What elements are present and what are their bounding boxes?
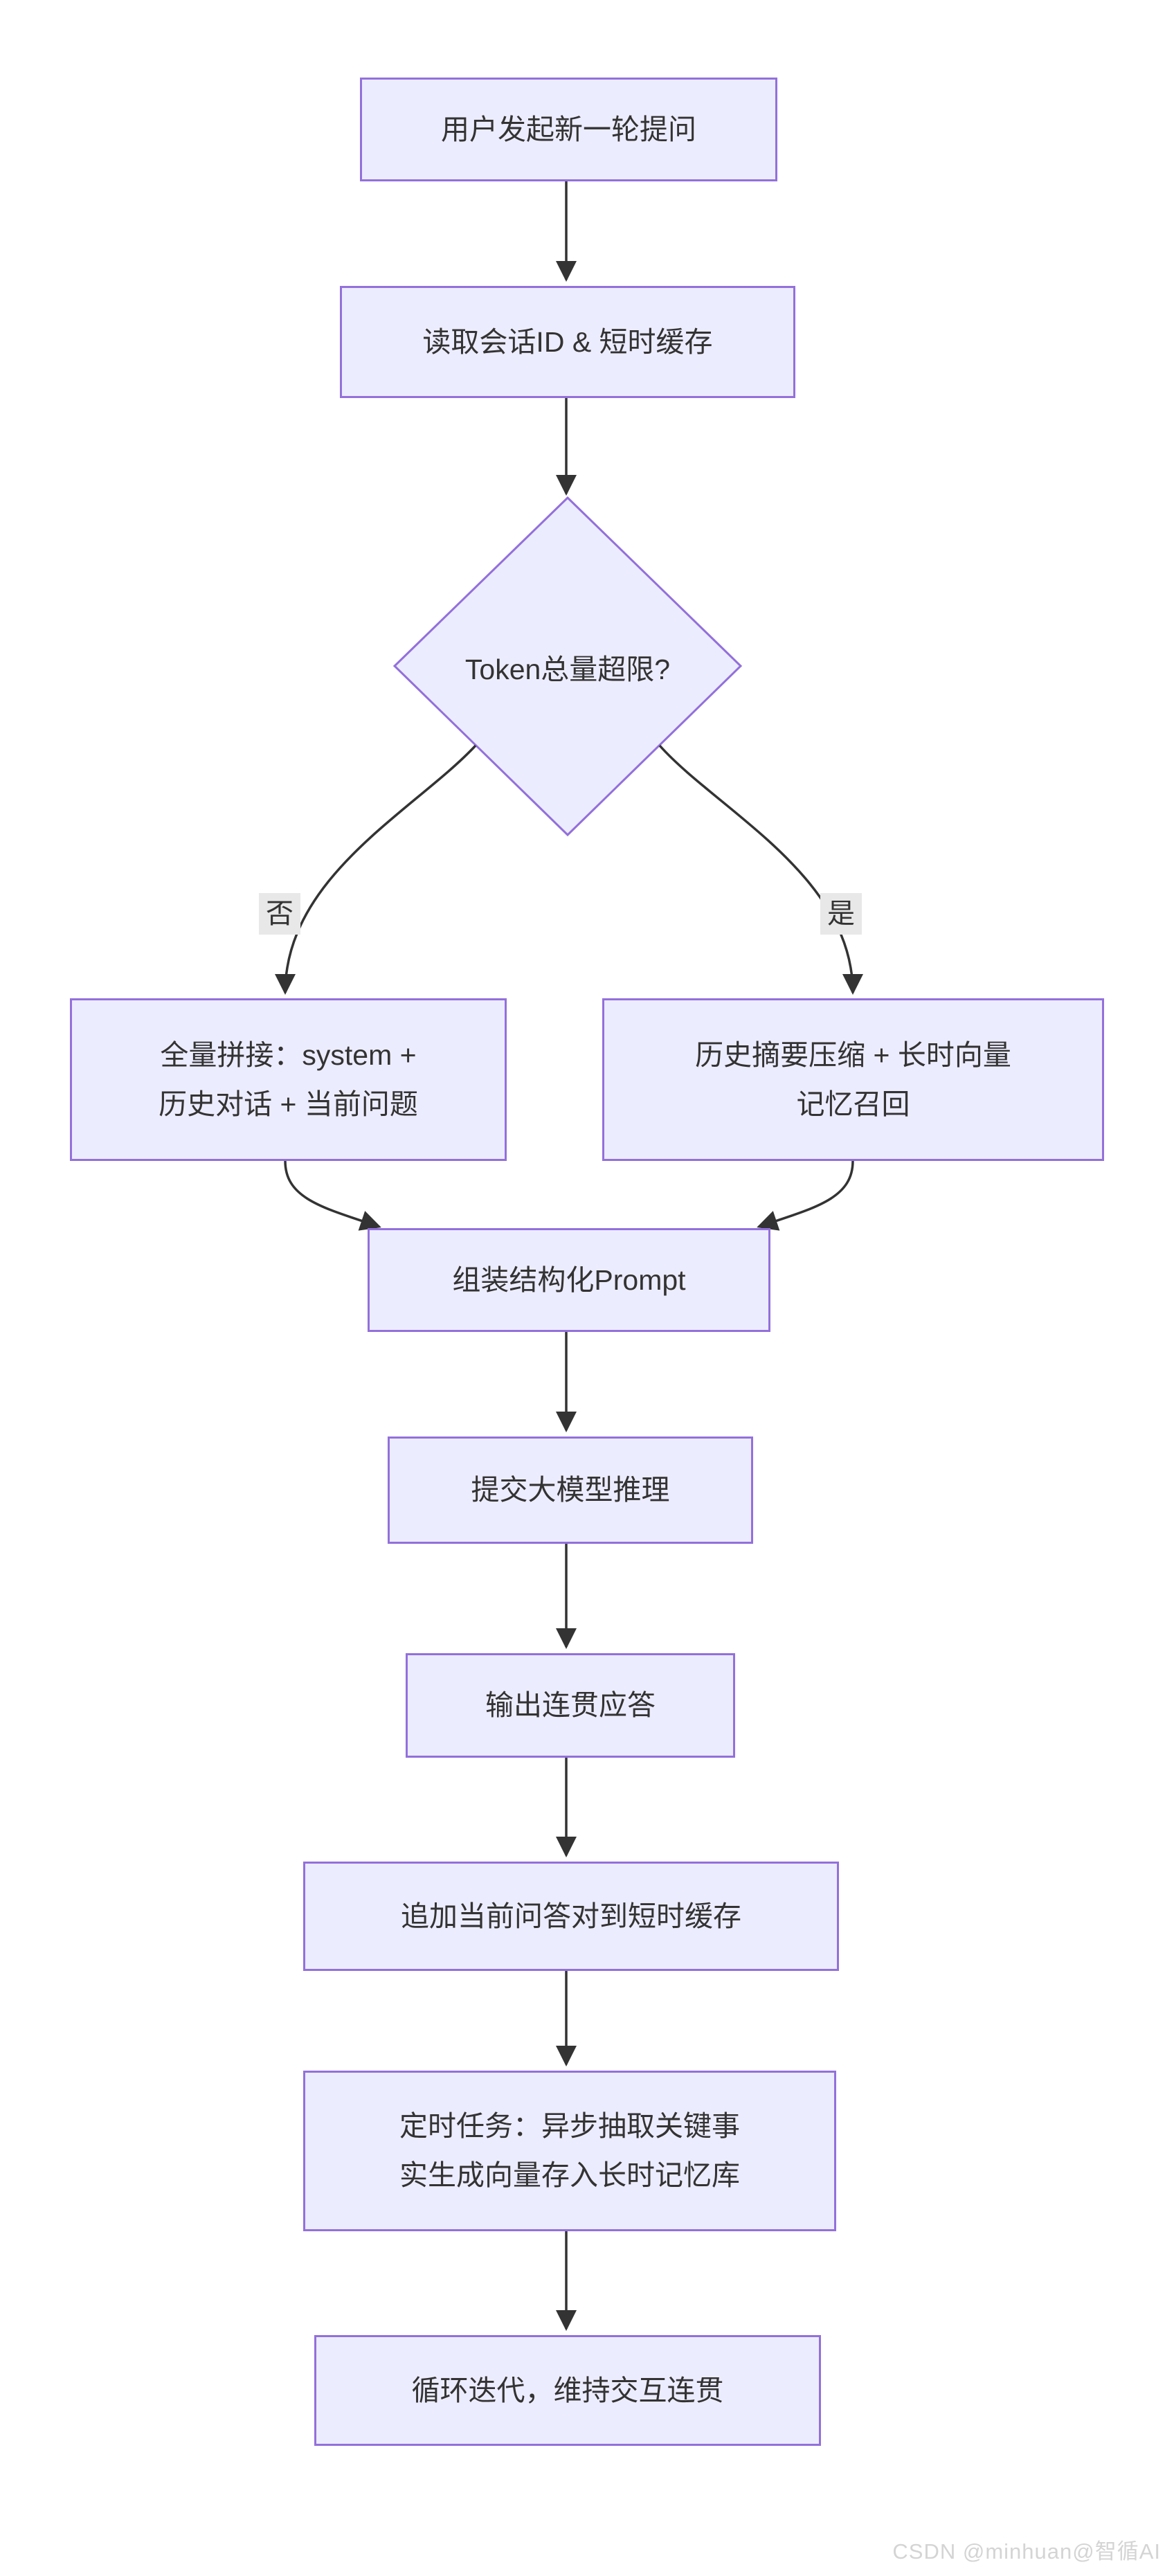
decision-diamond-shape: [392, 496, 743, 837]
node-assemble-prompt: 组装结构化Prompt: [368, 1228, 770, 1332]
node-start: 用户发起新一轮提问: [360, 78, 777, 181]
edge-label-no: 否: [259, 893, 300, 935]
node-full-concat: 全量拼接：system + 历史对话 + 当前问题: [70, 998, 507, 1161]
node-read-session: 读取会话ID & 短时缓存: [340, 286, 795, 398]
csdn-watermark: CSDN @minhuan@智循AI: [892, 2539, 1161, 2564]
node-summary-recall: 历史摘要压缩 + 长时向量 记忆召回: [602, 998, 1104, 1161]
node-submit-llm: 提交大模型推理: [388, 1436, 753, 1544]
edge-token-check-no-branch: [275, 744, 477, 995]
node-scheduled-task: 定时任务：异步抽取关键事 实生成向量存入长时记忆库: [303, 2071, 836, 2231]
node-output-answer: 输出连贯应答: [406, 1653, 735, 1758]
node-token-check-label: Token总量超限?: [464, 653, 671, 685]
edge-label-yes: 是: [820, 893, 862, 935]
edge-summary-recall-to-assemble: [757, 1160, 854, 1231]
node-append-cache: 追加当前问答对到短时缓存: [303, 1862, 839, 1971]
edge-token-check-yes-branch: [658, 744, 863, 995]
edge-full-concat-to-assemble: [284, 1160, 381, 1231]
node-loop: 循环迭代，维持交互连贯: [314, 2335, 821, 2446]
